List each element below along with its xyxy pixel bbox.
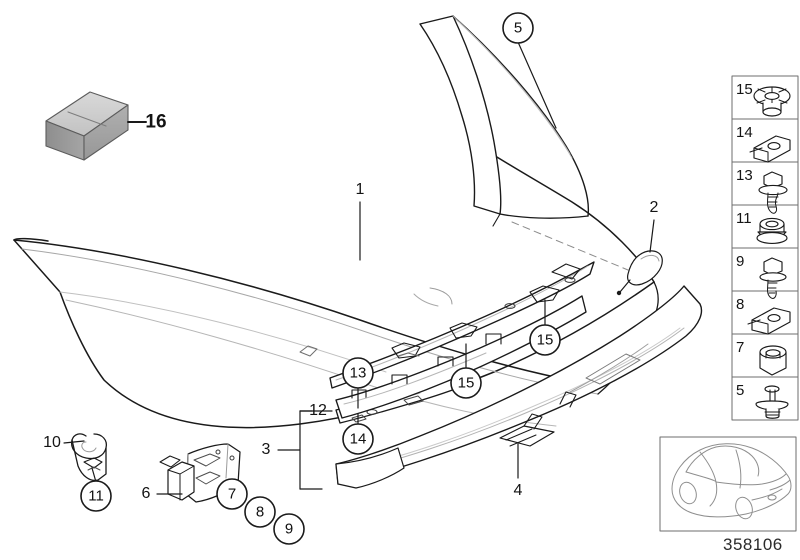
part-5-corner-fin: [419, 15, 590, 227]
callout-label-12: 12: [309, 402, 327, 419]
callout-label-10: 10: [43, 434, 61, 451]
callout-label-2: 2: [649, 199, 659, 216]
legend-row-number-8: 8: [736, 296, 745, 313]
part-3-carrier-beam: [335, 295, 587, 419]
legend-icon-lock-nut-7: [759, 345, 787, 376]
legend-row-number-7: 7: [736, 339, 745, 356]
diagram-part-number: 358106: [723, 535, 783, 554]
legend-icon-hex-screw-13: [758, 171, 788, 214]
legend-icon-flange-nut-11: [756, 217, 788, 244]
callout-label-1: 1: [355, 181, 365, 198]
callout-label-11: 11: [88, 487, 104, 505]
part-2-tow-eye-cap: [511, 221, 663, 296]
legend-row-number-15: 15: [736, 81, 753, 98]
part-3-impact-absorber: [329, 261, 595, 389]
callout-label-9: 9: [284, 520, 294, 538]
vehicle-thumbnail-art: [671, 443, 792, 520]
legend-icon-clip-nut-14: [749, 135, 791, 163]
legend-row-number-13: 13: [736, 167, 753, 184]
legend-row-number-14: 14: [736, 124, 753, 141]
callout-label-7: 7: [227, 485, 237, 503]
callout-label-15a: 15: [457, 374, 475, 392]
legend-row-number-5: 5: [736, 382, 745, 399]
part-16-shaded-box: [45, 91, 129, 161]
bracket-item-3: [277, 410, 323, 490]
callout-label-8: 8: [255, 503, 265, 521]
legend-icon-push-rivet-5: [755, 385, 789, 419]
callout-label-5: 5: [513, 19, 523, 37]
callout-label-4: 4: [513, 482, 523, 499]
legend-panel-grid: [731, 75, 799, 421]
callout-label-16: 16: [145, 111, 167, 133]
legend-icon-hex-bolt-9: [759, 257, 787, 299]
legend-row-number-11: 11: [736, 210, 752, 227]
callout-circles: [80, 12, 561, 545]
legend-row-number-9: 9: [736, 253, 745, 270]
callout-label-6: 6: [141, 485, 151, 502]
callout-label-15b: 15: [536, 331, 554, 349]
legend-icon-expanding-rivet: [753, 86, 791, 117]
part-4-lower-trim: [335, 285, 703, 489]
callout-label-13: 13: [349, 364, 367, 382]
callout-label-3: 3: [261, 441, 271, 458]
part-10-tow-hook: [70, 433, 108, 482]
legend-icon-clip-nut-8: [747, 307, 791, 335]
callout-label-14: 14: [349, 430, 367, 448]
